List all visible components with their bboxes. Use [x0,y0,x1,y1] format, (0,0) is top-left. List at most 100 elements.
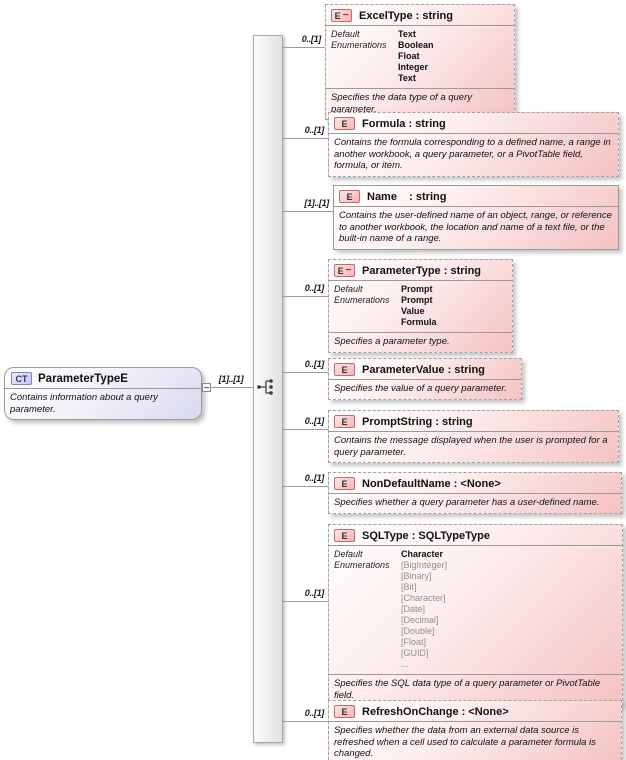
enumeration-value: [Binary] [401,571,432,581]
element-description: Specifies a parameter type. [329,332,512,352]
sequence-bar [253,35,283,743]
branch-line [283,211,333,212]
element-header: E− ParameterValue : string [329,359,521,379]
enumeration-value: [GUID] [401,648,429,658]
enumeration-value: ... [401,659,409,669]
element-title: ExcelType : string [359,9,453,22]
default-value: Prompt [401,284,433,294]
enumeration-value: [Character] [401,593,446,603]
cardinality-label: 0..[1] [304,473,325,483]
enumeration-value: [BigInteger] [401,560,448,570]
element-box[interactable]: E− ParameterType : string Default Enumer… [328,259,513,353]
branch-line [283,296,328,297]
element-icon: E− [334,529,355,542]
enumerations-label: Enumerations [331,40,387,50]
element-description: Specifies whether the data from an exter… [329,721,621,760]
branch-line [283,372,328,373]
complex-type-header: CT ParameterTypeE [5,368,201,388]
cardinality-label: 0..[1] [304,588,325,598]
element-description: Contains the message displayed when the … [329,431,618,462]
complex-type-box[interactable]: CT ParameterTypeE Contains information a… [4,367,202,420]
enumeration-value: [Float] [401,637,427,647]
element-icon: E− [339,190,360,203]
element-header: E− ExcelType : string [326,5,514,25]
default-label: Default [334,549,363,559]
default-label: Default [331,29,360,39]
branch-line [283,486,328,487]
element-header: E− ParameterType : string [329,260,512,280]
branch-line [283,138,328,139]
connector-handle-icon[interactable] [202,383,211,392]
minus-icon: − [345,264,352,276]
cardinality-label: 0..[1] [304,416,325,426]
enumeration-value: Float [398,51,420,61]
element-icon: E− [334,477,355,490]
default-value: Text [398,29,416,39]
element-icon: E− [334,705,355,718]
element-title: PromptString : string [362,415,473,428]
branch-line [283,721,328,722]
cardinality-label: 0..[1] [304,359,325,369]
element-description: Specifies the value of a query parameter… [329,379,521,399]
element-icon: E− [334,117,355,130]
default-value: Character [401,549,444,559]
enumeration-value: [Date] [401,604,426,614]
element-icon: E− [334,415,355,428]
element-header: E− RefreshOnChange : <None> [329,701,621,721]
element-box[interactable]: E− ExcelType : string Default Enumeratio… [325,4,515,120]
enumeration-value: [Bit] [401,582,417,592]
complex-type-icon: CT [11,372,32,385]
cardinality-label: 0..[1] [304,708,325,718]
element-icon: E− [334,264,355,277]
element-description: Specifies the data type of a query param… [326,88,514,119]
element-box[interactable]: E− PromptString : string Contains the me… [328,410,619,463]
cardinality-label: [1]..[1] [304,198,329,208]
enumeration-value: Text [398,73,416,83]
element-box[interactable]: E− SQLType : SQLTypeType Default Enumera… [328,524,623,706]
element-title: SQLType : SQLTypeType [362,529,490,542]
root-connector-line [211,387,253,388]
cardinality-label: 0..[1] [304,125,325,135]
enumerations-label: Enumerations [334,295,390,305]
element-description: Specifies the SQL data type of a query p… [329,674,622,705]
enumeration-value: Value [401,306,425,316]
enumeration-value: [Decimal] [401,615,439,625]
element-header: E− Formula : string [329,113,618,133]
element-box[interactable]: E− Formula : string Contains the formula… [328,112,619,177]
enumeration-value: [Double] [401,626,435,636]
branch-line [283,429,328,430]
cardinality-label: 0..[1] [304,283,325,293]
branch-line [283,47,325,48]
element-header: E− Name : string [334,186,618,206]
enumeration-values: Character[BigInteger][Binary][Bit][Chara… [401,549,617,670]
element-title: Name : string [367,190,447,203]
root-cardinality-label: [1]..[1] [218,374,244,384]
element-header: E− NonDefaultName : <None> [329,473,621,493]
element-box[interactable]: E− NonDefaultName : <None> Specifies whe… [328,472,622,514]
element-description: Specifies whether a query parameter has … [329,493,621,513]
element-description: Contains the formula corresponding to a … [329,133,618,176]
minus-icon: − [342,9,349,21]
element-box[interactable]: E− Name : string Contains the user-defin… [333,185,619,250]
element-header: E− PromptString : string [329,411,618,431]
complex-type-title: ParameterTypeE [38,372,128,385]
element-title: ParameterType : string [362,264,482,277]
element-header: E− SQLType : SQLTypeType [329,525,622,545]
complex-type-description: Contains information about a query param… [5,388,201,419]
element-title: NonDefaultName : <None> [362,477,501,490]
enumeration-value: Formula [401,317,437,327]
enumerations-label: Enumerations [334,560,390,570]
element-box[interactable]: E− RefreshOnChange : <None> Specifies wh… [328,700,622,760]
enumeration-value: Boolean [398,40,434,50]
element-icon: E− [331,9,352,22]
element-title: RefreshOnChange : <None> [362,705,509,718]
cardinality-label: 0..[1] [301,34,322,44]
element-box[interactable]: E− ParameterValue : string Specifies the… [328,358,522,400]
default-label: Default [334,284,363,294]
element-title: ParameterValue : string [362,363,485,376]
